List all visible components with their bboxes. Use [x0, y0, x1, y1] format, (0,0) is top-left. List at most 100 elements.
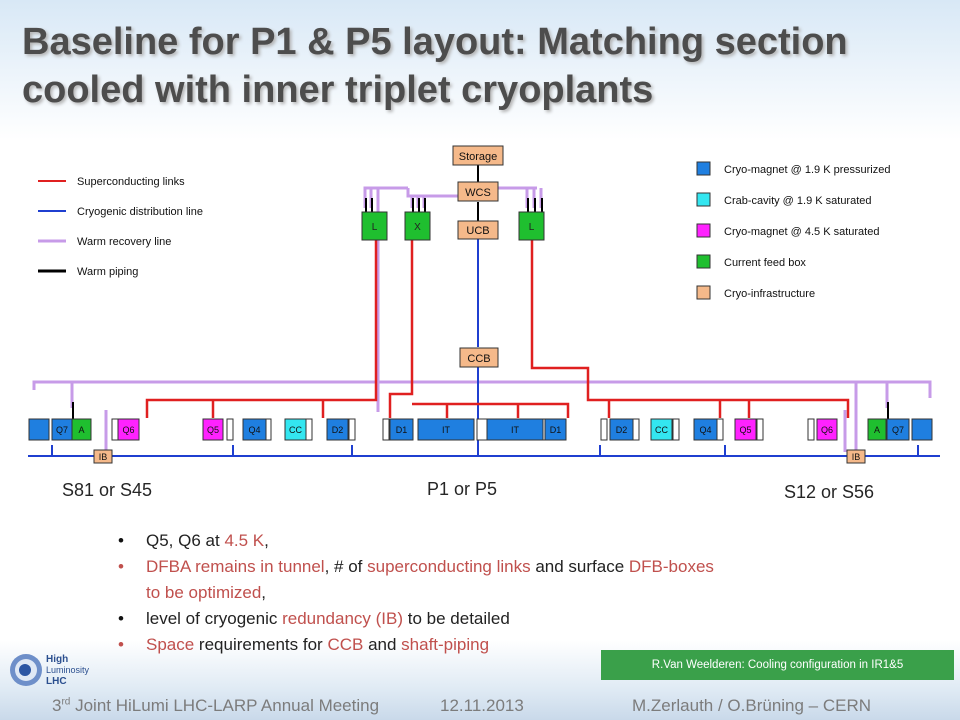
feed-box-middle-label: X — [414, 222, 421, 233]
logo-text: LHC — [46, 676, 67, 687]
ucb-box[interactable] — [457, 220, 499, 240]
cryostat-separator — [305, 418, 313, 441]
beamline-element-label: Q4 — [248, 425, 260, 435]
cryostat-separator — [382, 418, 390, 441]
beamline-element[interactable] — [284, 418, 307, 441]
cryostat-separator — [226, 418, 234, 441]
logo-text: High — [46, 654, 68, 665]
logo-ring-inner — [19, 664, 31, 676]
hilumi-logo-icon: High Luminosity LHC — [10, 654, 90, 687]
sector-label-left: S81 or S45 — [62, 480, 153, 500]
legend-box-label: Crab-cavity @ 1.9 K saturated — [724, 195, 872, 207]
legend-box-label: Current feed box — [724, 257, 806, 269]
bullet-text: to be detailed — [403, 609, 510, 628]
beamline-element[interactable] — [693, 418, 718, 441]
bullet-highlight: 4.5 K — [224, 531, 265, 550]
wcs-box[interactable] — [457, 181, 499, 202]
bullet-dot-icon: • — [118, 557, 124, 576]
ib-left-label: IB — [99, 452, 108, 462]
beamline-element-label: Q4 — [699, 425, 711, 435]
beamline-element-label: IT — [511, 425, 520, 435]
legend-box-label: Cryo-infrastructure — [724, 288, 815, 300]
interconnection-boxes: IB IB — [93, 449, 866, 464]
bullet-item: • Q5, Q6 at 4.5 K, — [118, 528, 718, 554]
end-magnet-left[interactable] — [28, 418, 50, 441]
legend-line-label: Warm recovery line — [77, 236, 171, 248]
logo-text: Luminosity — [46, 665, 90, 675]
beamline-element-label: D1 — [396, 425, 408, 435]
bullet-text: , — [261, 583, 267, 602]
beamline-element[interactable] — [242, 418, 267, 441]
legend-box-label: Cryo-magnet @ 4.5 K saturated — [724, 226, 879, 238]
beamline-element[interactable] — [886, 418, 910, 441]
bullet-highlight: shaft-piping — [401, 635, 490, 654]
beamline-element[interactable] — [544, 418, 567, 441]
bullet-text: requirements for — [194, 635, 328, 654]
feed-box-right[interactable] — [518, 211, 545, 241]
beamline-element-label: Q5 — [739, 425, 751, 435]
cryostat-separator — [632, 418, 640, 441]
line-legend: Superconducting links Cryogenic distribu… — [38, 176, 203, 278]
current-feed-boxes: L X L — [361, 211, 545, 241]
beamline-element[interactable] — [326, 418, 349, 441]
reference-box: R.Van Weelderen: Cooling configuration i… — [601, 650, 954, 680]
beamline-element[interactable] — [117, 418, 140, 441]
feed-box-middle[interactable] — [404, 211, 431, 241]
ib-right-label: IB — [852, 452, 861, 462]
bullet-text: , — [264, 531, 269, 550]
ib-box-right[interactable] — [846, 449, 866, 464]
cryostat-separator — [756, 418, 764, 441]
feed-box-left[interactable] — [361, 211, 388, 241]
footer-meeting-sup: rd — [61, 696, 71, 708]
bullet-text: and — [363, 635, 402, 654]
bullet-dot-icon: • — [118, 531, 124, 550]
beamline-element[interactable] — [71, 418, 92, 441]
beamline-element[interactable] — [867, 418, 887, 441]
feed-box-left-label: L — [372, 222, 378, 233]
bullet-highlight: CCB — [327, 635, 364, 654]
bullet-list: • Q5, Q6 at 4.5 K, •DFBA remains in tunne… — [118, 528, 718, 658]
bullet-text: Q5, Q6 at — [146, 531, 225, 550]
bullet-highlight: Space — [146, 635, 195, 654]
cryostat-separator — [716, 418, 724, 441]
footer-meeting-name: Joint HiLumi LHC-LARP Annual Meeting — [70, 696, 380, 715]
bullet-item: •level of cryogenic redundancy (IB) to b… — [118, 606, 718, 632]
beamline-element-label: Q5 — [207, 425, 219, 435]
cryostat-separator — [111, 418, 119, 441]
beamline-element[interactable] — [202, 418, 224, 441]
cryo-infrastructure-group: Storage WCS UCB CCB — [452, 145, 504, 368]
footer-authors: M.Zerlauth / O.Brüning – CERN — [632, 696, 872, 715]
bullet-text: , # of — [324, 557, 368, 576]
beamline-element-label: D1 — [550, 425, 562, 435]
beamline-element[interactable] — [417, 418, 475, 441]
bullet-dot-icon: • — [118, 609, 124, 628]
ib-box-left[interactable] — [93, 449, 113, 464]
beamline-element[interactable] — [650, 418, 673, 441]
ccb-box[interactable] — [459, 347, 499, 368]
beamline-element-label: A — [78, 425, 84, 435]
legend-line-label: Superconducting links — [77, 176, 185, 188]
beamline-element[interactable] — [389, 418, 414, 441]
footer: 3rd Joint HiLumi LHC-LARP Annual Meeting… — [0, 692, 960, 720]
cryo-distribution-lines — [28, 238, 940, 457]
bullet-item: •Space requirements for CCB and shaft-pi… — [118, 632, 718, 658]
storage-label: Storage — [459, 151, 498, 163]
storage-box[interactable] — [452, 145, 504, 166]
swatch-peach-icon — [696, 285, 711, 300]
legend-line-label: Warm piping — [77, 266, 138, 278]
cryostat-separator — [807, 418, 815, 441]
beamline-element[interactable] — [734, 418, 757, 441]
beamline-element[interactable] — [816, 418, 838, 441]
slide-title: Baseline for P1 & P5 layout: Matching se… — [22, 21, 848, 111]
beamline-element[interactable] — [486, 418, 544, 441]
beamline-element[interactable] — [609, 418, 634, 441]
bullet-item: •DFBA remains in tunnel, # of supercondu… — [118, 554, 718, 606]
beamline-element-label: A — [874, 425, 880, 435]
footer-date: 12.11.2013 — [440, 696, 524, 715]
end-magnet-right[interactable] — [911, 418, 933, 441]
sector-label-right: S12 or S56 — [784, 482, 875, 502]
swatch-magenta-icon — [696, 223, 711, 238]
legend-box-label: Cryo-magnet @ 1.9 K pressurized — [724, 164, 890, 176]
footer-meeting: 3rd Joint HiLumi LHC-LARP Annual Meeting — [52, 696, 379, 716]
